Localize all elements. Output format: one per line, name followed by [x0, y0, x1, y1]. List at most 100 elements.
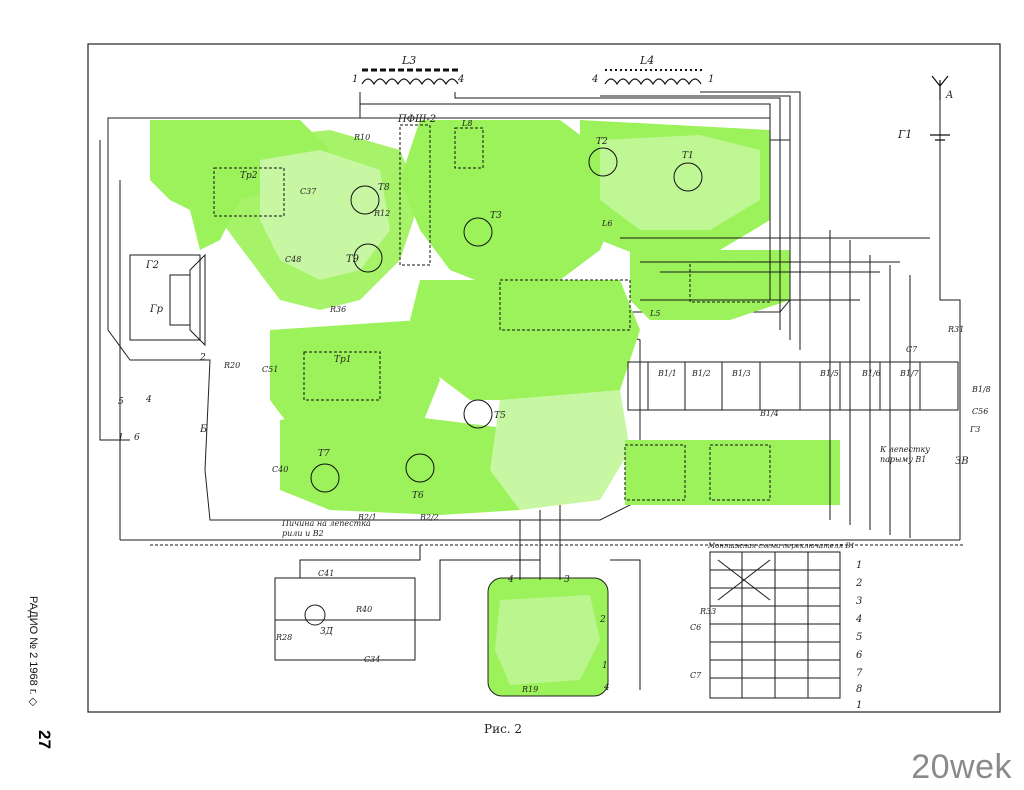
- label-t7: Т7: [318, 449, 330, 459]
- switch-table-r33: R33: [699, 607, 716, 616]
- label-g2: Г2: [145, 260, 159, 271]
- label-r40: R40: [355, 605, 372, 614]
- transistor-t1: [673, 162, 703, 192]
- switch-table-row-3: 3: [856, 596, 862, 607]
- note-to-v1-line2: парыму В1: [880, 455, 926, 464]
- switch-table: [709, 551, 841, 699]
- small-board-n1: 1: [602, 661, 608, 671]
- filter-pfsh: [399, 124, 431, 266]
- page-frame: [87, 43, 1001, 713]
- switch-table-row-7: 7: [856, 668, 863, 679]
- label-g1: Г1: [897, 128, 912, 141]
- label-t3: Т3: [490, 211, 502, 221]
- switch-left-n4: 4: [145, 395, 152, 405]
- label-g3: Г3: [969, 425, 980, 434]
- transformer-tr1: [303, 351, 381, 401]
- label-l4: L4: [639, 54, 654, 67]
- label-v1-6: В1/6: [861, 369, 881, 378]
- coil-block-lower-1: [624, 444, 686, 501]
- switch-table-row-4: 4: [855, 614, 862, 625]
- label-l3: L3: [401, 54, 416, 67]
- note-to-v1: К лепестку парыму В1: [879, 445, 932, 464]
- label-l3-left: 1: [352, 74, 358, 85]
- label-t9: Т9: [346, 254, 360, 265]
- coil-l8: [454, 127, 484, 169]
- label-c56: С56: [972, 407, 988, 416]
- label-c34: С34: [364, 655, 380, 664]
- coil-block-lower-2: [709, 444, 771, 501]
- coil-block-right: [689, 261, 771, 303]
- label-t2: Т2: [596, 137, 608, 147]
- note-to-v2-line1: Пичина на лепестка: [281, 519, 371, 528]
- labels: L3 L4 1 4 4 1 A Г1 ПФШ-2 Тр2 Тр1 Т8 Т9 Т…: [118, 54, 991, 711]
- label-r36: R36: [329, 305, 346, 314]
- label-l8: L8: [461, 119, 472, 128]
- switch-table-row-8: 8: [856, 684, 862, 695]
- switch-table-row-2: 2: [855, 578, 862, 589]
- label-gr: Гр: [149, 304, 164, 315]
- small-board-n4: 4: [507, 575, 514, 585]
- small-board-n4b: 4: [603, 683, 610, 693]
- transistor-t3: [463, 217, 493, 247]
- label-r28: R28: [275, 633, 292, 642]
- transistor-t7: [310, 463, 340, 493]
- label-t8: Т8: [378, 183, 390, 193]
- label-c37: С37: [300, 187, 317, 196]
- antenna-icon: [930, 75, 950, 141]
- transistor-t9: [353, 243, 383, 273]
- transistor-t6: [405, 453, 435, 483]
- label-v1-5: В1/5: [819, 369, 839, 378]
- switch-left-n2: 2: [199, 353, 206, 363]
- note-to-v2-line2: рили и В2: [282, 529, 324, 538]
- small-board-n2: 2: [599, 615, 606, 625]
- label-v1-1: В1/1: [657, 369, 677, 378]
- transformers: [213, 124, 771, 501]
- small-pcb: [487, 577, 609, 697]
- label-tr1: Тр1: [334, 355, 352, 365]
- switch-left-n1: 1: [118, 433, 124, 443]
- switch-left-n6: 6: [134, 433, 140, 443]
- note-to-v2: Пичина на лепестка рили и В2: [281, 519, 373, 538]
- label-l4-left: 4: [591, 74, 598, 85]
- switch-table-row-1: 1: [856, 560, 862, 571]
- label-b: Б: [199, 424, 208, 435]
- label-r10: R10: [353, 133, 370, 142]
- switch-table-c7: С7: [690, 671, 702, 680]
- label-v2-1: В2/1: [357, 513, 377, 522]
- side-text: РАДИО № 2 1968 г. ◇: [27, 596, 39, 707]
- main-pcb: [107, 117, 840, 521]
- page-number: 27: [35, 730, 54, 749]
- label-v1-2: В1/2: [691, 369, 711, 378]
- label-l3-right: 4: [457, 74, 464, 85]
- figure-caption: Рис. 2: [484, 722, 523, 736]
- label-l4-right: 1: [708, 74, 714, 85]
- label-antenna: A: [945, 90, 953, 101]
- label-c48: С48: [285, 255, 301, 264]
- label-c7-top: С7: [906, 345, 918, 354]
- transistor-t2: [588, 147, 618, 177]
- switch-table-c6: С6: [690, 623, 701, 632]
- label-t5: Т5: [494, 411, 506, 421]
- switch-table-row-6: 6: [856, 650, 863, 661]
- label-c41: С41: [318, 569, 334, 578]
- label-pfsh: ПФШ-2: [397, 114, 436, 125]
- coil-block-l6: [499, 279, 631, 331]
- label-v1-8: В1/8: [971, 385, 991, 394]
- label-v2-2: В2/2: [419, 513, 439, 522]
- note-to-v1-line1: К лепестку: [879, 445, 930, 454]
- switch-table-title: Монтажная схема переключателя В1: [707, 542, 855, 550]
- label-r19: R19: [521, 685, 538, 694]
- label-r31: R31: [947, 325, 964, 334]
- transformer-tr2: [213, 167, 285, 217]
- label-r20: R20: [223, 361, 240, 370]
- label-v1-3: В1/3: [731, 369, 751, 378]
- switch-table-row-9: 1: [856, 700, 862, 711]
- transistor-t8: [350, 185, 380, 215]
- label-v1-4: В1/4: [759, 409, 779, 418]
- coil-bar: [361, 68, 705, 86]
- label-zd: ЗД: [320, 627, 334, 637]
- transistors: [310, 147, 703, 493]
- label-v1-7: В1/7: [899, 369, 920, 378]
- label-l5: L5: [649, 309, 660, 318]
